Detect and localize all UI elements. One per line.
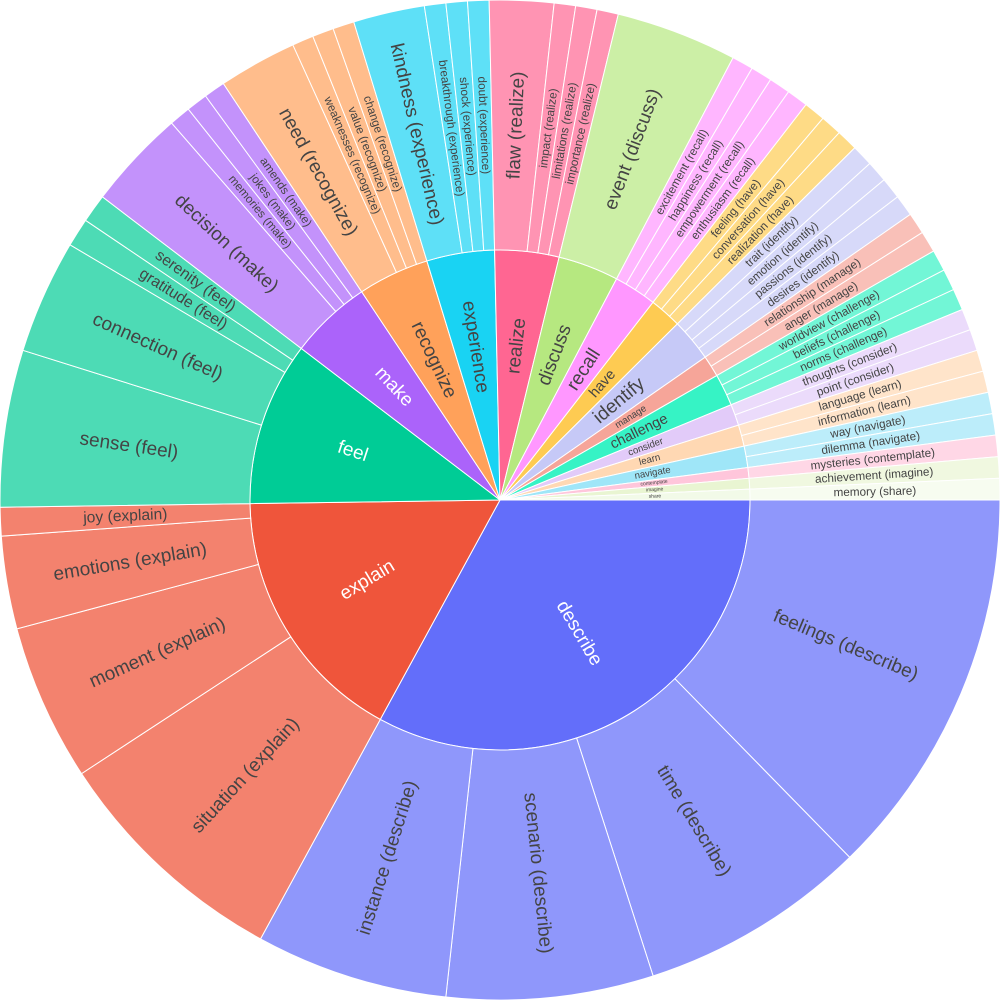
sector-learn-label: learn xyxy=(638,452,662,468)
sector-flaw-realize-label: flaw (realize) xyxy=(503,71,529,180)
sector-feelings-describe[interactable] xyxy=(674,499,1000,859)
sector-memory-share-label: memory (share) xyxy=(833,484,916,499)
sector-share-label: share xyxy=(649,493,662,499)
sector-joy-explain-label: joy (explain) xyxy=(82,506,168,527)
sector-doubt-experience-label: doubt (experience) xyxy=(475,76,492,174)
sector-contemplate-label: contemplate xyxy=(640,479,668,488)
sector-imagine-label: imagine xyxy=(646,486,664,493)
